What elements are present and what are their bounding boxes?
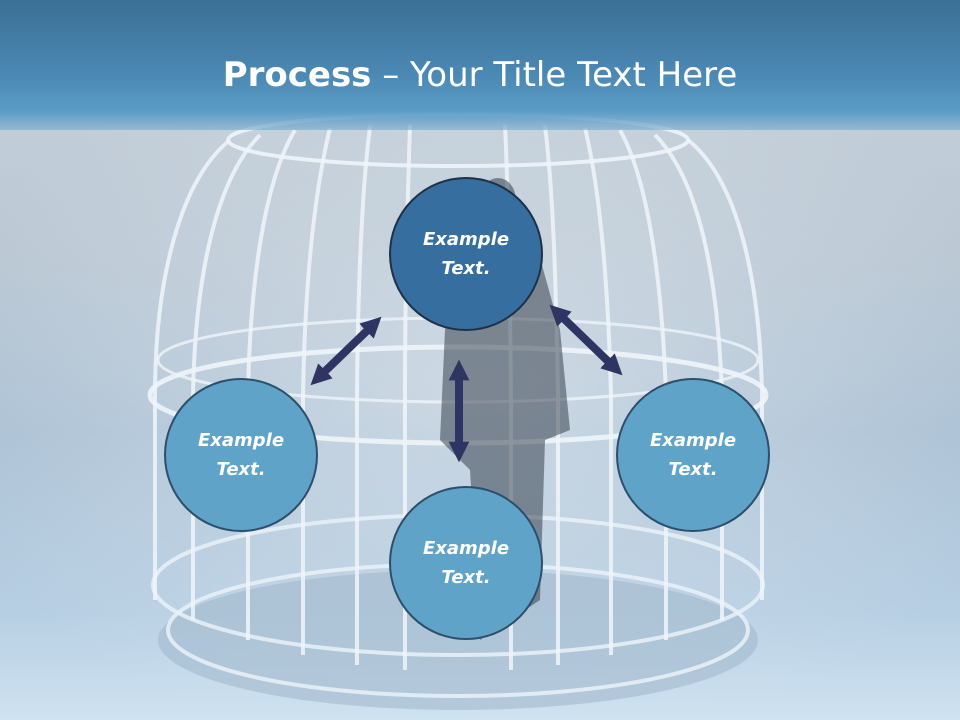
node-right-label: Example Text.	[649, 430, 737, 480]
title-rest-part: – Your Title Text Here	[371, 55, 738, 95]
node-bottom: Example Text.	[389, 486, 543, 640]
title-bold-part: Process	[222, 55, 372, 95]
node-top-label: Example Text.	[422, 229, 510, 279]
node-left: Example Text.	[164, 378, 318, 532]
node-top: Example Text.	[389, 177, 543, 331]
slide-title: Process – Your Title Text Here	[0, 52, 960, 98]
title-band	[0, 0, 960, 130]
arrow-top-left	[310, 316, 382, 386]
node-right: Example Text.	[616, 378, 770, 532]
arrow-top-right	[549, 304, 623, 376]
node-left-label: Example Text.	[197, 430, 285, 480]
node-bottom-label: Example Text.	[422, 538, 510, 588]
